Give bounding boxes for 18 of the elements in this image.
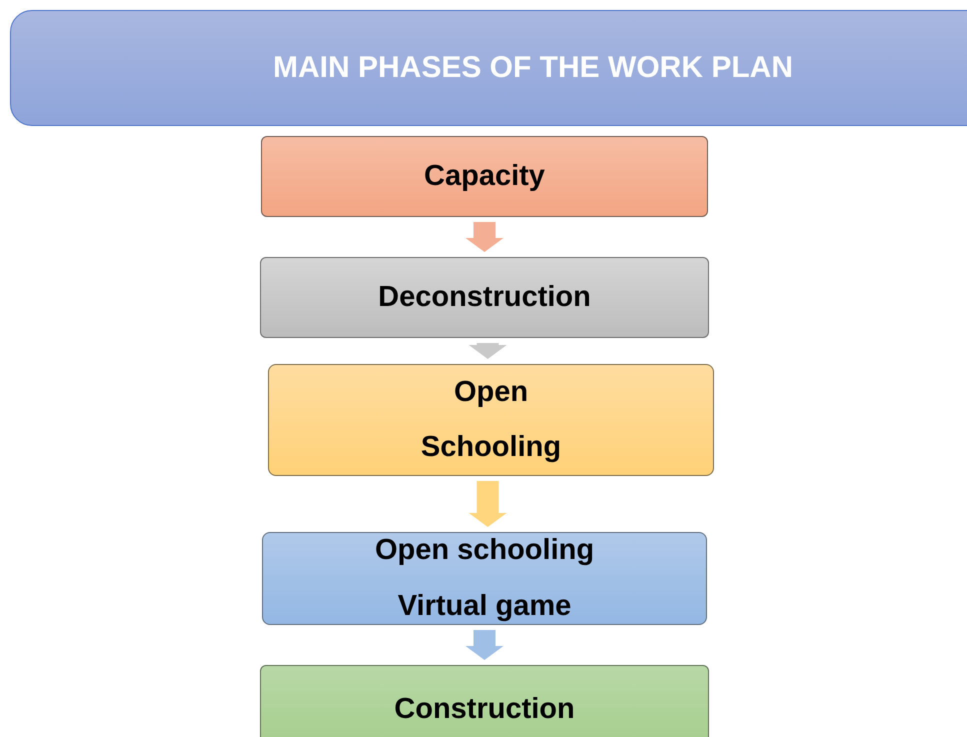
block-arrow <box>468 343 507 359</box>
title-text: MAIN PHASES OF THE WORK PLAN <box>272 50 793 86</box>
phase-label: Capacity <box>424 160 545 194</box>
phase-label: Schooling <box>420 431 562 464</box>
block-arrow <box>466 222 504 252</box>
phase-box <box>262 532 707 625</box>
phase-label: Open <box>454 376 528 409</box>
block-arrow <box>468 481 507 527</box>
phase-box <box>260 665 709 737</box>
phase-box <box>261 136 708 217</box>
phase-label: Deconstruction <box>378 280 591 314</box>
title-banner <box>10 10 967 126</box>
phase-box <box>260 257 709 338</box>
block-arrow <box>466 630 504 660</box>
phase-box <box>268 364 714 476</box>
phase-label: Construction <box>394 693 575 727</box>
phase-label: Open schooling <box>374 534 594 568</box>
phase-label: Virtual game <box>398 590 572 623</box>
